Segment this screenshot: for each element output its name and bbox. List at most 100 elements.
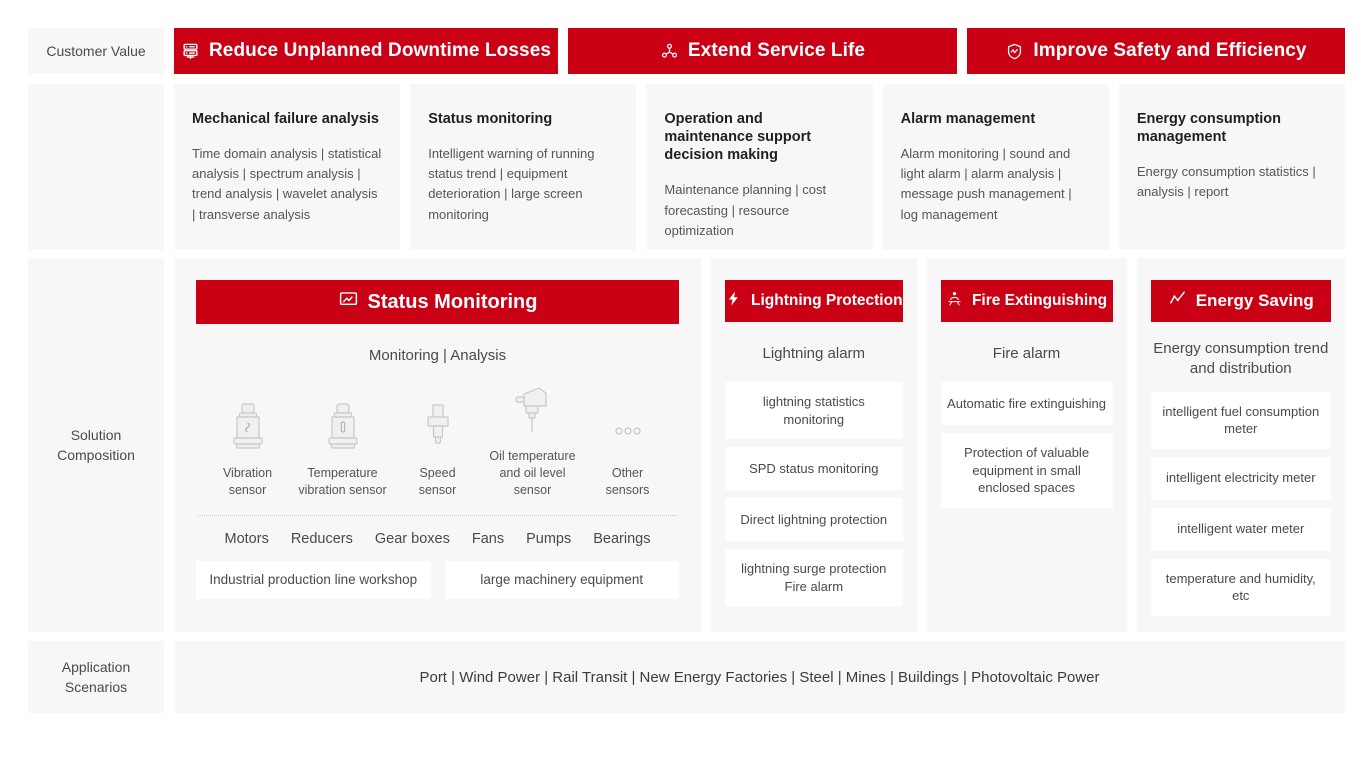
customer-value-extend-service-life[interactable]: Extend Service Life bbox=[568, 28, 957, 74]
sensor-caption-line1: Vibration bbox=[222, 466, 273, 481]
energy-saving-subtitle: Energy consumption trend and distributio… bbox=[1153, 340, 1329, 378]
sensor-caption: Oil temperature and oil level sensor bbox=[485, 448, 580, 499]
fire-extinguisher-icon bbox=[946, 290, 963, 312]
feature-card-title: Energy consumption management bbox=[1136, 111, 1282, 146]
feature-card-status-monitoring[interactable]: Status monitoring Intelligent warning of… bbox=[410, 84, 637, 250]
solution-column-energy-saving: Energy Saving Energy consumption trend a… bbox=[1136, 258, 1345, 632]
customer-value-reduce-downtime[interactable]: Reduce Unplanned Downtime Losses bbox=[174, 28, 558, 74]
sensor-temperature-vibration[interactable]: Temperature vibration sensor bbox=[295, 401, 390, 499]
solution-column-fire-extinguishing: Fire Extinguishing Fire alarm Automatic … bbox=[926, 258, 1127, 632]
solution-column-lightning-protection: Lightning Protection Lightning alarm lig… bbox=[711, 258, 917, 632]
fire-extinguishing-header[interactable]: Fire Extinguishing bbox=[940, 280, 1113, 322]
chip-lightning-surge-protection[interactable]: lightning surge protection Fire alarm bbox=[725, 549, 903, 607]
application-scenarios-text: Port | Wind Power | Rail Transit | New E… bbox=[174, 641, 1345, 713]
chip-direct-lightning-protection[interactable]: Direct lightning protection bbox=[725, 498, 903, 542]
feature-card-title: Operation and maintenance support decisi… bbox=[664, 111, 812, 164]
feature-card-title: Alarm management bbox=[900, 111, 1036, 127]
lightning-protection-subtitle: Lightning alarm bbox=[762, 345, 866, 362]
row-label-solution-composition: Solution Composition bbox=[28, 258, 164, 632]
equipment-item-motors[interactable]: Motors bbox=[224, 530, 269, 547]
row-label-line1: Solution bbox=[70, 426, 122, 443]
sensor-caption-line1: Oil temperature bbox=[489, 449, 576, 464]
sensor-caption-line2: sensors bbox=[605, 483, 650, 497]
sensor-speed[interactable]: Speed sensor bbox=[390, 401, 485, 499]
customer-value-label: Extend Service Life bbox=[687, 40, 866, 61]
equipment-item-reducers[interactable]: Reducers bbox=[290, 530, 353, 547]
sensor-vibration[interactable]: Vibration sensor bbox=[200, 401, 295, 499]
feature-card-body: Intelligent warning of running status tr… bbox=[428, 146, 595, 222]
chip-protection-of-valuable-equipment[interactable]: Protection of valuable equipment in smal… bbox=[940, 433, 1113, 508]
sensor-row: Vibration sensor bbox=[196, 384, 679, 499]
solution-composition-band: Solution Composition Status Monitorin bbox=[28, 258, 1345, 632]
feature-card-title: Mechanical failure analysis bbox=[192, 111, 379, 127]
lightning-protection-header[interactable]: Lightning Protection bbox=[725, 280, 903, 322]
target-box-industrial-production-line-workshop[interactable]: Industrial production line workshop bbox=[196, 560, 431, 599]
status-monitoring-header[interactable]: Status Monitoring bbox=[196, 280, 679, 324]
solution-column-status-monitoring: Status Monitoring Monitoring | Analysis bbox=[174, 258, 701, 632]
fire-extinguishing-items: Automatic fire extinguishing Protection … bbox=[940, 382, 1113, 508]
sensor-other[interactable]: Other sensors bbox=[580, 401, 675, 499]
chip-lightning-statistics-monitoring[interactable]: lightning statistics monitoring bbox=[725, 382, 903, 440]
sensor-caption-line2: sensor bbox=[418, 483, 457, 497]
chip-intelligent-electricity-meter[interactable]: intelligent electricity meter bbox=[1150, 456, 1331, 500]
network-nodes-icon bbox=[660, 42, 679, 61]
equipment-item-pumps[interactable]: Pumps bbox=[526, 530, 572, 547]
chip-spd-status-monitoring[interactable]: SPD status monitoring bbox=[725, 447, 903, 491]
monitor-screen-icon bbox=[338, 289, 359, 316]
sensor-caption-line1: Temperature bbox=[307, 466, 378, 481]
target-box-large-machinery-equipment[interactable]: large machinery equipment bbox=[444, 560, 679, 599]
feature-cards-band: Mechanical failure analysis Time domain … bbox=[28, 84, 1346, 250]
equipment-list: Motors Reducers Gear boxes Fans Pumps Be… bbox=[196, 516, 679, 561]
row-label-application-scenarios: Application Scenarios bbox=[28, 641, 164, 713]
chip-intelligent-fuel-consumption-meter[interactable]: intelligent fuel consumption meter bbox=[1150, 391, 1331, 449]
sensor-caption-line2: vibration sensor bbox=[298, 483, 387, 497]
feature-card-mechanical-failure-analysis[interactable]: Mechanical failure analysis Time domain … bbox=[174, 84, 401, 250]
sensor-divider bbox=[198, 514, 677, 516]
energy-saving-items: intelligent fuel consumption meter intel… bbox=[1150, 391, 1331, 616]
lightning-protection-items: lightning statistics monitoring SPD stat… bbox=[725, 382, 903, 607]
chip-temperature-and-humidity[interactable]: temperature and humidity, etc bbox=[1150, 558, 1331, 616]
row-label-line2: Composition bbox=[57, 447, 135, 463]
fire-extinguishing-subtitle: Fire alarm bbox=[992, 345, 1061, 362]
temperature-vibration-sensor-icon bbox=[320, 401, 366, 457]
customer-value-band: Customer Value Reduce Unplanned Dow bbox=[28, 28, 1345, 74]
chip-intelligent-water-meter[interactable]: intelligent water meter bbox=[1150, 507, 1331, 551]
fire-extinguishing-header-label: Fire Extinguishing bbox=[971, 292, 1108, 309]
status-monitoring-subtitle: Monitoring | Analysis bbox=[368, 347, 507, 364]
shield-check-icon bbox=[1005, 42, 1024, 61]
target-boxes: Industrial production line workshop larg… bbox=[196, 560, 679, 599]
feature-card-title: Status monitoring bbox=[428, 111, 553, 127]
application-scenarios-band: Application Scenarios Port | Wind Power … bbox=[28, 641, 1345, 713]
chip-automatic-fire-extinguishing[interactable]: Automatic fire extinguishing bbox=[940, 382, 1113, 426]
feature-card-energy-consumption-management[interactable]: Energy consumption management Energy con… bbox=[1118, 84, 1346, 250]
speed-sensor-icon bbox=[415, 401, 461, 457]
row-label-line2: Scenarios bbox=[64, 679, 128, 695]
customer-value-label: Reduce Unplanned Downtime Losses bbox=[208, 40, 552, 61]
sensor-caption: Other sensors bbox=[606, 465, 650, 499]
sensor-caption: Temperature vibration sensor bbox=[298, 465, 386, 499]
row-label-customer-value: Customer Value bbox=[28, 28, 164, 74]
customer-value-improve-safety[interactable]: Improve Safety and Efficiency bbox=[967, 28, 1345, 74]
feature-cards: Mechanical failure analysis Time domain … bbox=[174, 84, 1346, 250]
sensor-oil-temperature-level[interactable]: Oil temperature and oil level sensor bbox=[485, 384, 580, 499]
row-label-spacer-features bbox=[28, 84, 164, 250]
equipment-item-fans[interactable]: Fans bbox=[471, 530, 505, 547]
lightning-protection-header-label: Lightning Protection bbox=[751, 292, 903, 309]
equipment-item-gear-boxes[interactable]: Gear boxes bbox=[374, 530, 450, 547]
customer-value-pills: Reduce Unplanned Downtime Losses Extend … bbox=[174, 28, 1345, 74]
row-label-line1: Application bbox=[61, 658, 131, 675]
equipment-item-bearings[interactable]: Bearings bbox=[593, 530, 651, 547]
sensor-caption: Speed sensor bbox=[419, 465, 457, 499]
energy-saving-header[interactable]: Energy Saving bbox=[1150, 280, 1331, 322]
sensor-caption-line1: Other bbox=[611, 466, 644, 481]
status-monitoring-header-label: Status Monitoring bbox=[367, 290, 538, 313]
sensor-caption-line2: and oil level sensor bbox=[499, 466, 566, 497]
sensor-caption-line1: Speed bbox=[419, 466, 456, 481]
feature-card-alarm-management[interactable]: Alarm management Alarm monitoring | soun… bbox=[882, 84, 1109, 250]
solution-columns: Status Monitoring Monitoring | Analysis bbox=[174, 258, 1345, 632]
oil-level-sensor-icon bbox=[506, 384, 560, 440]
three-dots-icon bbox=[605, 401, 651, 457]
feature-card-om-support-decision[interactable]: Operation and maintenance support decisi… bbox=[646, 84, 873, 250]
sensor-caption: Vibration sensor bbox=[223, 465, 272, 499]
